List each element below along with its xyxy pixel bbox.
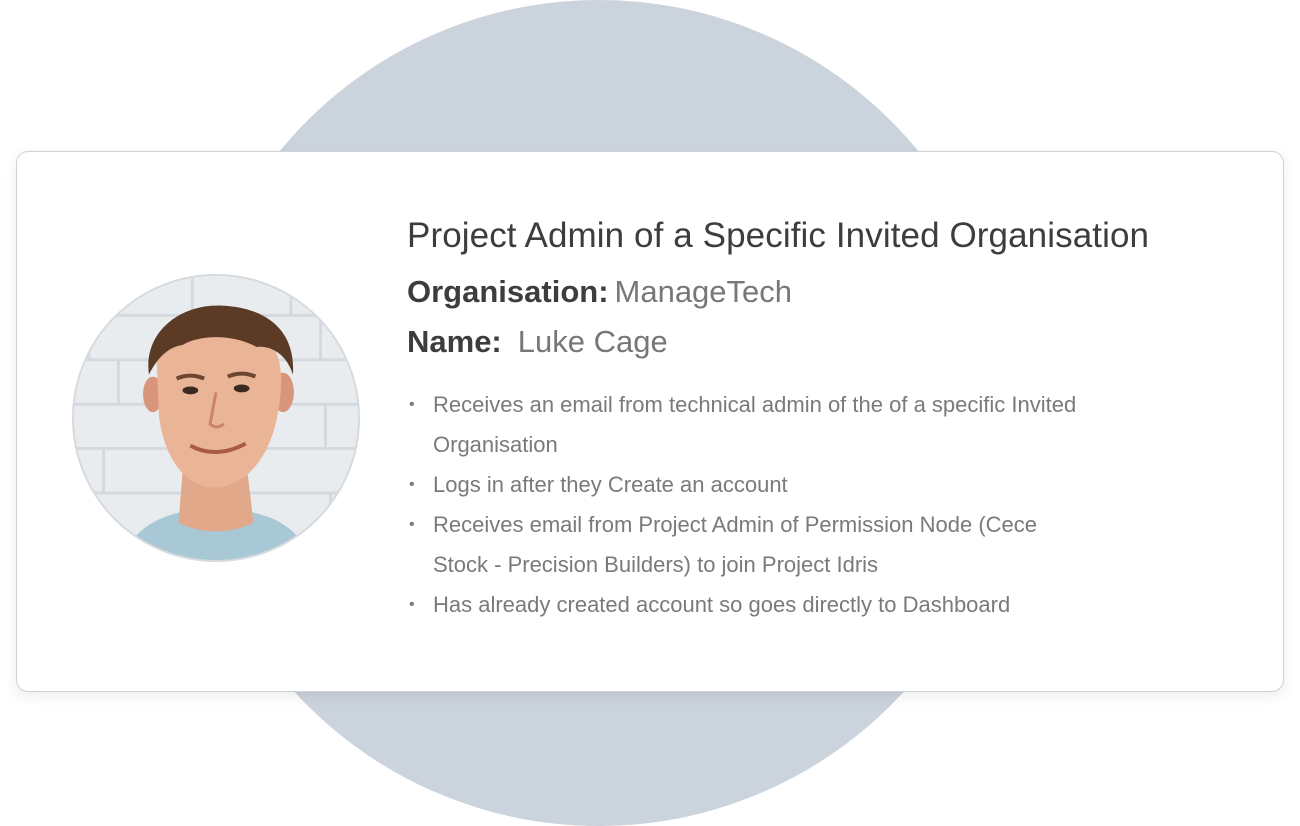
list-item: • Has already created account so goes di…: [407, 585, 1173, 625]
list-item-text: Has already created account so goes dire…: [433, 592, 1011, 617]
persona-details: Project Admin of a Specific Invited Orga…: [407, 212, 1247, 625]
list-item: • Logs in after they Create an account: [407, 465, 1173, 505]
organisation-label: Organisation:: [407, 274, 609, 309]
list-item-text: Receives email from Project Admin of Per…: [433, 512, 1038, 577]
avatar: [72, 274, 360, 562]
bullet-icon: •: [409, 476, 415, 493]
list-item-text: Logs in after they Create an account: [433, 472, 788, 497]
persona-title: Project Admin of a Specific Invited Orga…: [407, 216, 1150, 255]
list-item: • Receives email from Project Admin of P…: [407, 505, 1053, 585]
list-item: • Receives an email from technical admin…: [407, 385, 1173, 465]
bullet-icon: •: [409, 516, 415, 533]
person-photo-icon: [74, 276, 358, 560]
responsibility-list: • Receives an email from technical admin…: [407, 385, 1247, 625]
organisation-value: ManageTech: [614, 274, 793, 309]
name-value: Luke Cage: [517, 324, 668, 359]
organisation-row: Organisation:ManageTech: [407, 271, 1247, 313]
bullet-icon: •: [409, 596, 415, 613]
persona-card: Project Admin of a Specific Invited Orga…: [16, 151, 1284, 692]
name-row: Name: Luke Cage: [407, 321, 1247, 363]
bullet-icon: •: [409, 396, 415, 413]
name-label: Name:: [407, 324, 502, 359]
list-item-text: Receives an email from technical admin o…: [433, 392, 1077, 457]
